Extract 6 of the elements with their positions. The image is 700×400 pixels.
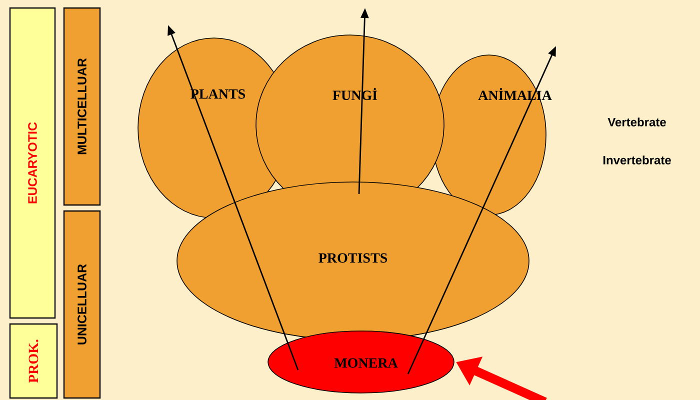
group-label: Vertebrate (608, 118, 666, 126)
label-bar: EUCARYOTIC (9, 7, 56, 319)
label-bar: MULTICELLUAR (63, 7, 101, 206)
label-bar: PROK. (9, 323, 58, 399)
group-label: Invertebrate (603, 156, 671, 164)
label-bar: UNICELLUAR (63, 210, 101, 399)
